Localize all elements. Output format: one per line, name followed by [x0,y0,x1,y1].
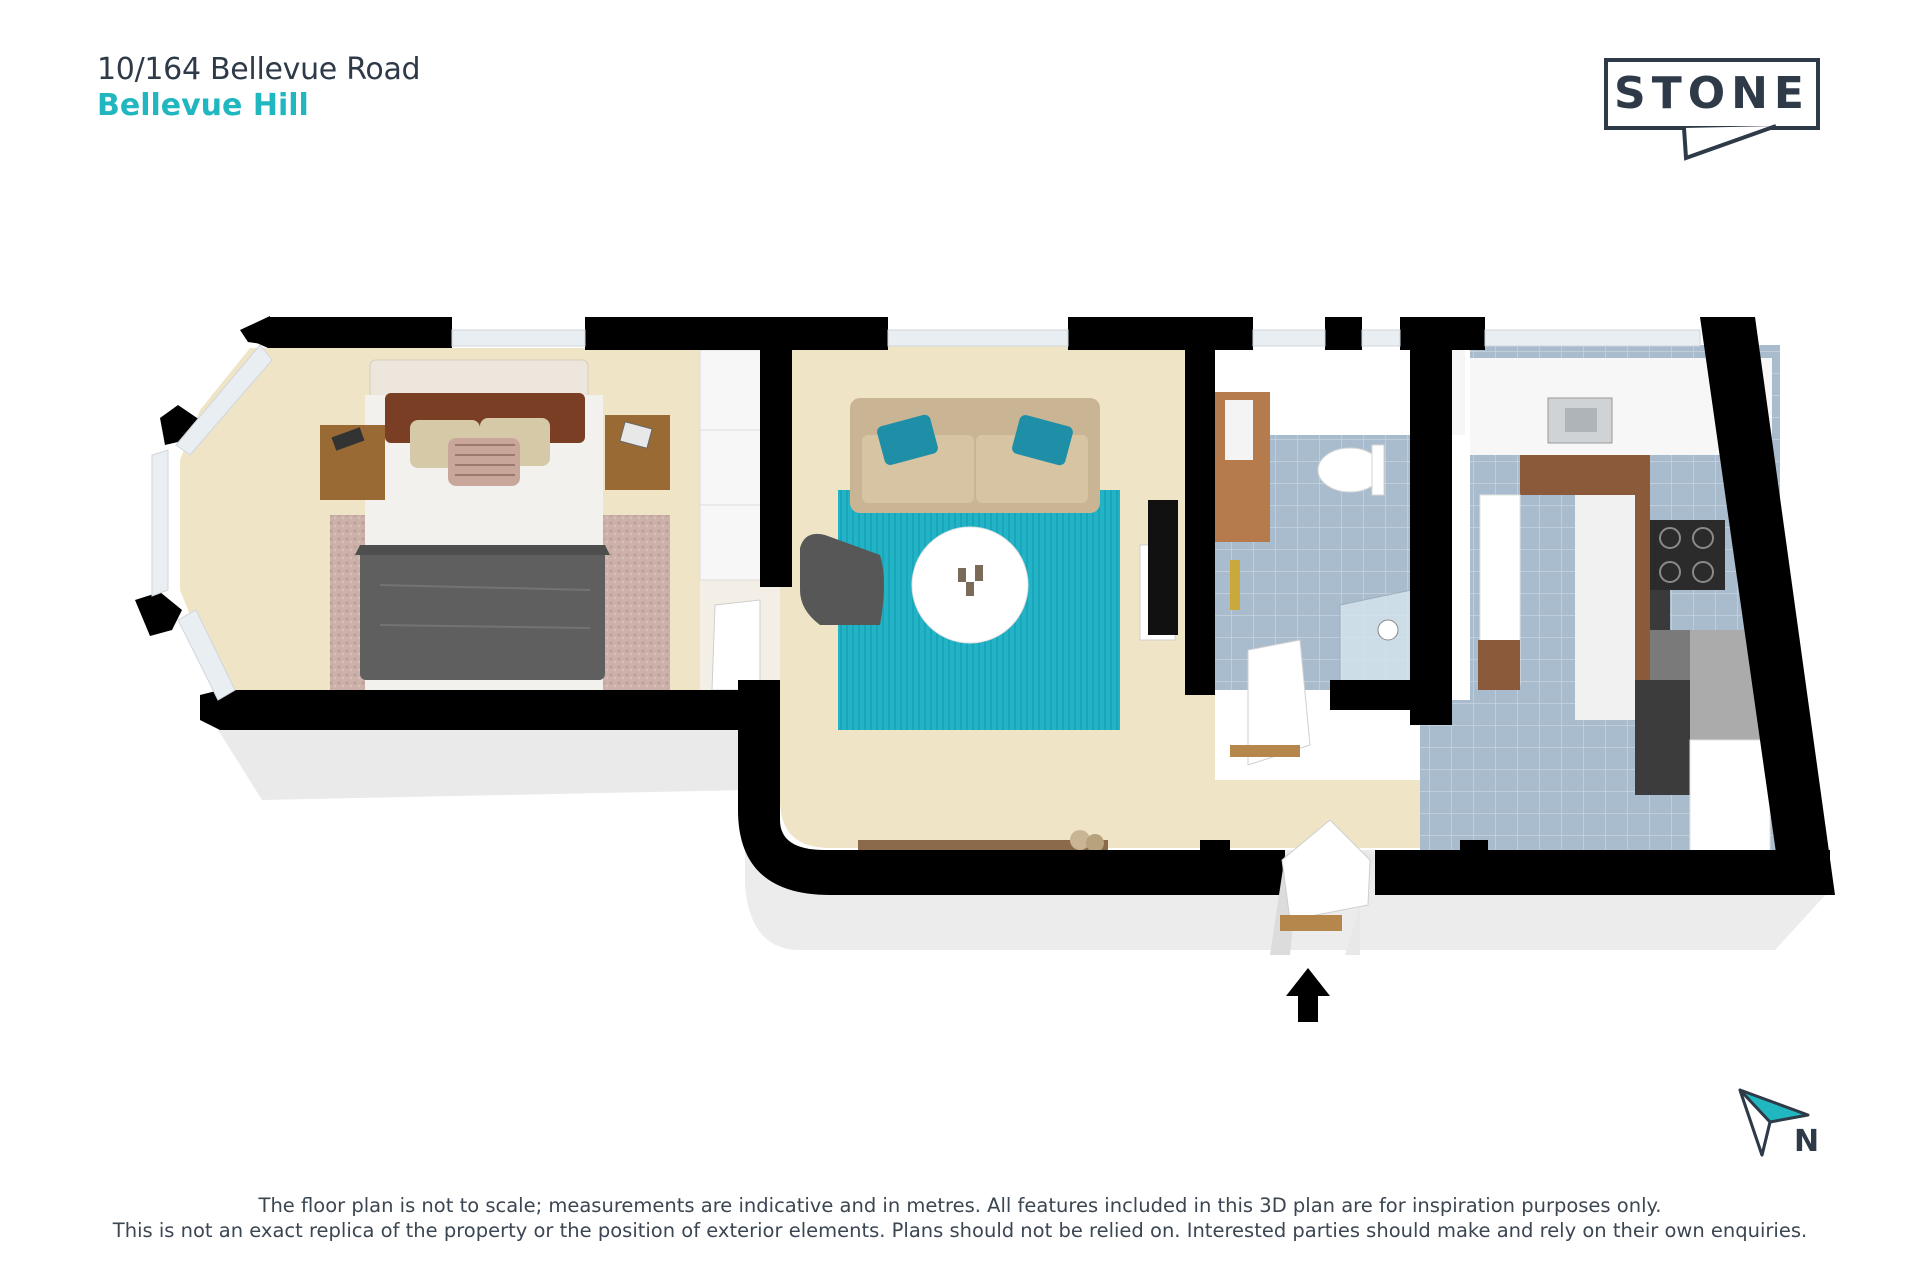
wall-living-bottom [738,680,1285,895]
cooktop [1650,520,1725,590]
bed-duvet [360,545,605,680]
wall-bedroom-top [250,317,452,348]
kitchen-sink [1547,397,1613,444]
window-bedroom [451,329,586,347]
window-kitchen [1484,329,1701,347]
property-address: 10/164 Bellevue Road [97,52,421,87]
sofa-cushion [1012,415,1073,466]
north-arrow-icon [1738,1088,1810,1157]
wall-bedroom-living [760,317,792,587]
kitchen-cabinet-lower [1689,739,1771,856]
sofa-cushion [877,414,938,465]
fridge [1635,680,1690,795]
tv [1148,500,1178,635]
compass: N [1730,1080,1820,1160]
disclaimer-line-1: The floor plan is not to scale; measurem… [258,1194,1662,1217]
wall-bathroom-kitchen [1410,340,1452,725]
compass-north-letter: N [1794,1124,1820,1159]
kitchen-island [1520,455,1650,720]
property-suburb: Bellevue Hill [97,88,309,123]
wall-bedroom-bottom [200,690,780,730]
window-bay [175,344,273,456]
wall-top-middle [585,317,888,350]
wall-kitchen-right [1700,317,1835,895]
windows [151,329,1701,701]
shower-drain [1377,619,1399,641]
wall-kitchen-bottom [1375,850,1830,895]
logo-text: STONE [1614,68,1810,119]
bathroom-door [1247,639,1311,766]
plant [1070,830,1090,850]
bedroom [320,359,670,695]
living-room [800,398,1178,852]
window-living [887,329,1069,347]
disclaimer-line-2: This is not an exact replica of the prop… [112,1219,1808,1242]
listing-header: 10/164 Bellevue Road Bellevue Hill [97,52,421,124]
logo-speech-tail [1682,124,1777,161]
entry-arrow-icon [1286,968,1330,1022]
console-table [858,840,1108,852]
wall-bathroom-bottom [1330,680,1442,710]
wall-top-right [1068,317,1253,350]
entry-door [1270,819,1375,955]
window-bathroom [1252,329,1326,347]
stone-logo: STONE [1604,58,1828,162]
wall-living-bathroom [1185,345,1215,695]
armchair [800,533,884,625]
vanity-basin [1225,400,1253,460]
